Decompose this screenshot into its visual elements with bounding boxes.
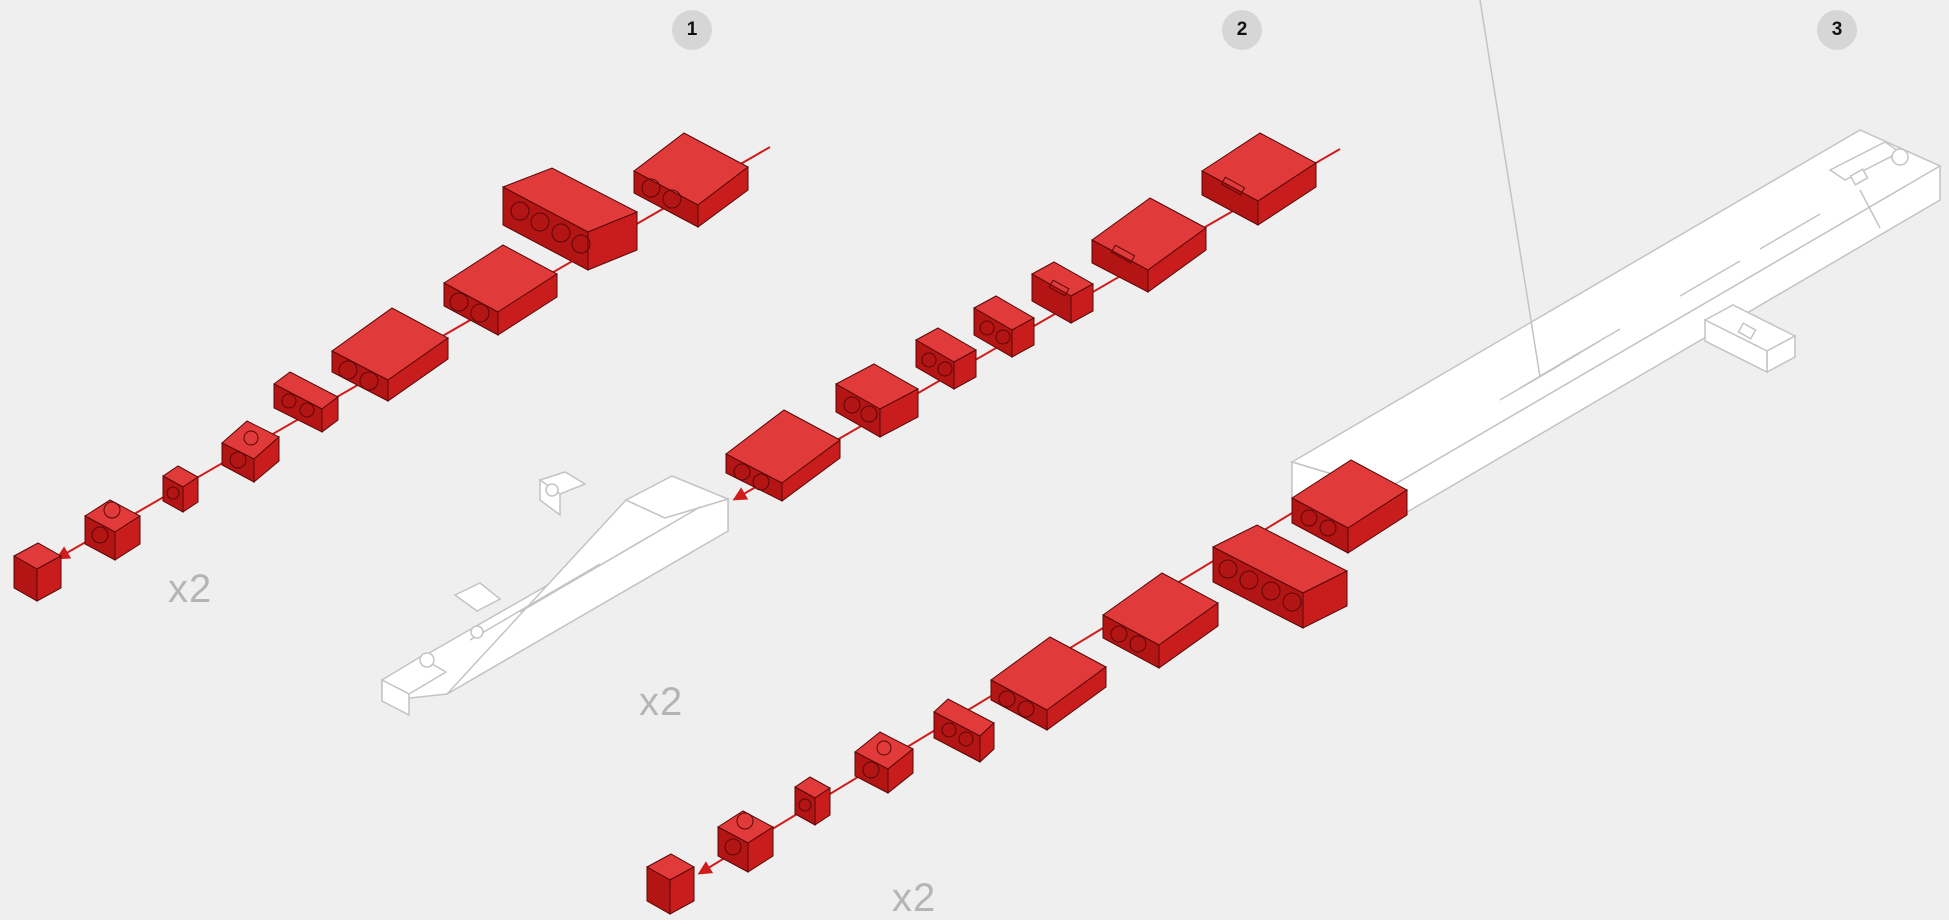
brick-2x2-top xyxy=(1202,133,1316,225)
brick-1x2 xyxy=(836,364,918,437)
quantity-multiplier: x2 xyxy=(892,878,936,918)
brick-1x1-end xyxy=(647,854,694,914)
plate-1x1 xyxy=(163,466,198,512)
quantity-multiplier: x2 xyxy=(168,569,212,609)
plate-1x2 xyxy=(934,699,994,762)
plate-1x2 xyxy=(274,372,338,432)
step-number-badge: 3 xyxy=(1817,10,1857,50)
brick-1x1-stud xyxy=(222,421,279,482)
brick-1x1-end xyxy=(14,543,61,601)
brick-2x2-large xyxy=(332,308,448,401)
plate-1x2-slotted xyxy=(1032,262,1093,323)
brick-1x1-stud xyxy=(855,732,913,793)
assembled-base-outline xyxy=(382,472,728,715)
brick-2x2 xyxy=(1103,573,1218,668)
step-3-exploded-assembly xyxy=(647,0,1940,914)
step-number-badge: 2 xyxy=(1222,10,1262,50)
plate-1x2 xyxy=(916,328,976,389)
brick-1x1-round xyxy=(718,811,773,872)
step-number-badge: 1 xyxy=(672,10,712,50)
plate-1x2 xyxy=(974,296,1034,357)
brick-1x4 xyxy=(503,168,637,270)
brick-2x2 xyxy=(444,245,557,335)
brick-1x2 xyxy=(634,133,748,227)
brick-2x2-slotted xyxy=(1092,198,1206,292)
brick-2x2-base xyxy=(726,410,840,501)
brick-1x1-round xyxy=(85,500,140,560)
brick-2x2 xyxy=(991,637,1106,730)
assembled-structure-outline xyxy=(1292,0,1940,525)
plate-1x1 xyxy=(795,777,830,825)
quantity-multiplier: x2 xyxy=(639,682,683,722)
